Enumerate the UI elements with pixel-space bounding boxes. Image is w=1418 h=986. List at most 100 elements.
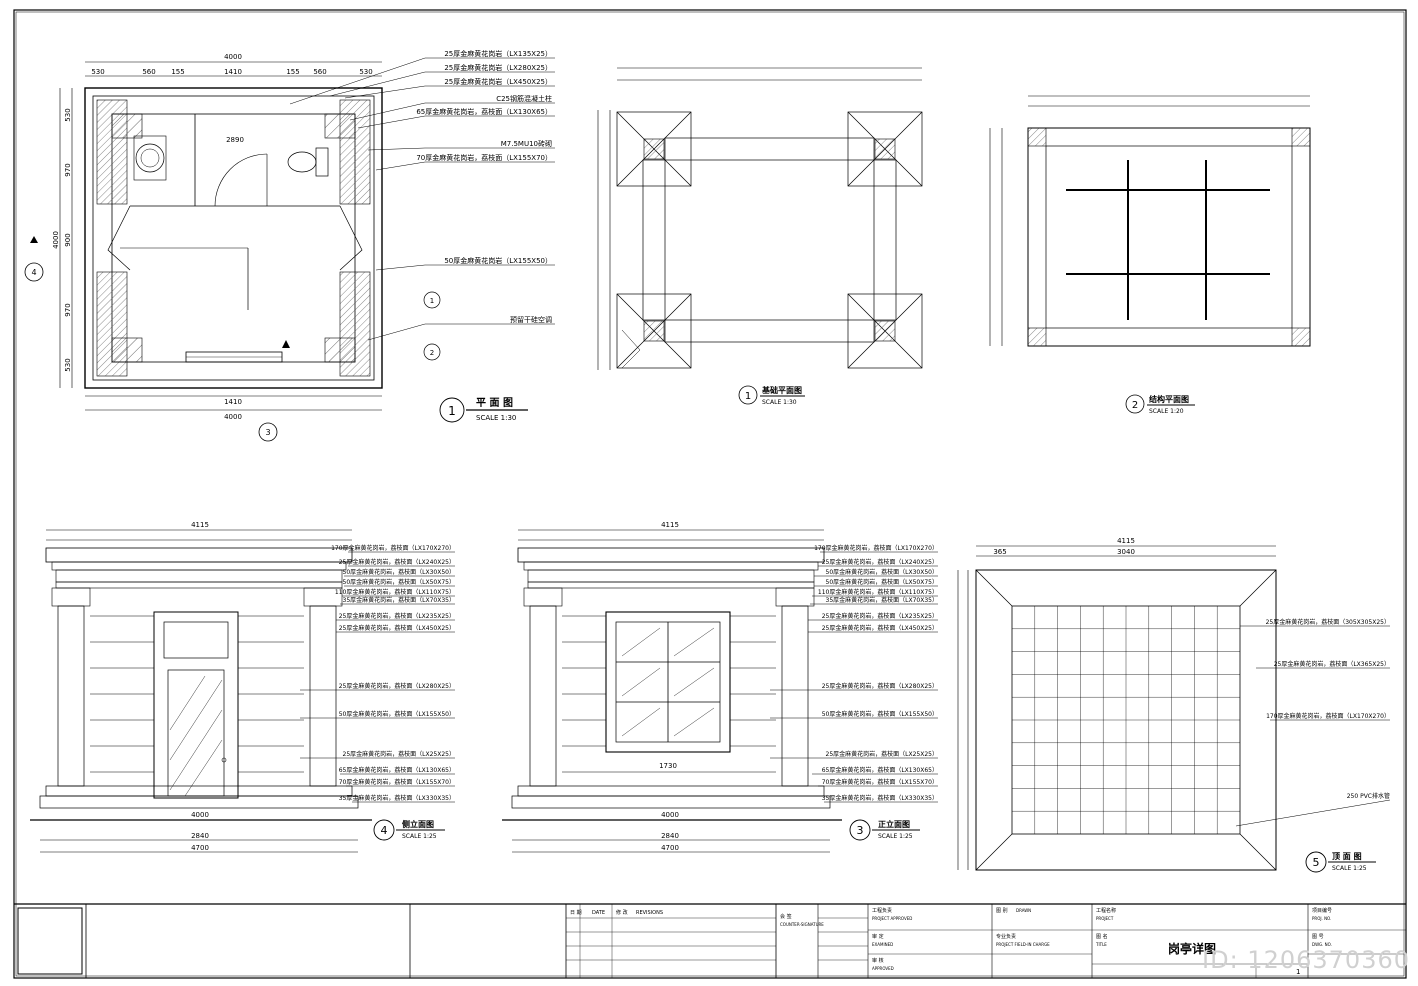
watermark-id: ID: 1206370360 [1202,946,1410,974]
plan-label: 65厚金麻黄花岗岩，荔枝面（LX130X65） [416,107,552,116]
tb-head: PROJECT FIELD-IN CHARGE [996,942,1050,947]
foundation-scale: SCALE 1:30 [762,399,797,406]
plan-label: 70厚金麻黄花岗岩，荔枝面（LX155X70） [416,153,552,162]
side-label: 25厚金麻黄花岗岩，荔枝面（LX25X25） [343,750,455,758]
side-label: 25厚金麻黄花岗岩，荔枝面（LX240X25） [339,558,455,566]
structure-number: 2 [1132,400,1138,411]
front-label: 25厚金麻黄花岗岩，荔枝面（LX450X25） [822,624,938,632]
plan-dim-left-seg: 970 [64,163,72,176]
structure-scale: SCALE 1:20 [1149,408,1184,415]
roof-dim-edge: 365 [993,548,1006,556]
front-number: 3 [857,824,864,837]
structure-view: 2 结构平面图 SCALE 1:20 [989,95,1311,415]
structure-title: 结构平面图 [1149,394,1189,404]
plan-dim-seg: 155 [286,68,299,76]
plan-dim-seg: 530 [91,68,104,76]
plan-dim-left-seg: 900 [64,233,72,246]
side-label: 65厚金麻黄花岗岩，荔枝面（LX130X65） [339,766,455,774]
front-title: 正立面图 [878,819,910,829]
plan-view: 4000 530 560 155 1410 155 560 530 4000 1… [24,49,555,442]
svg-text:2: 2 [430,349,434,357]
side-title: 侧立面图 [402,819,434,829]
side-label: 35厚金麻黄花岗岩，荔枝面（LX330X35） [339,794,455,802]
tb-head: EXAMINED [872,942,893,947]
plan-dim-seg: 560 [313,68,326,76]
plan-dim-bottom-seg: 1410 [224,398,242,406]
foundation-view: 1 基础平面图 SCALE 1:30 [597,67,923,406]
svg-text:1: 1 [430,297,434,305]
plan-title: 平 面 图 [476,397,513,409]
roof-label: 25厚金麻黄花岗岩，荔枝面（305X305X25） [1266,618,1390,626]
tb-head: PROJ. NO. [1312,916,1331,921]
tb-head: DWG. NO. [1312,942,1332,947]
sheet-frame [13,9,1407,979]
front-dim-top: 4115 [661,521,679,529]
plan-dim-inner: 2890 [226,136,244,144]
tb-head: 会 签 [780,913,792,920]
tb-head: 图 号 [1312,934,1324,940]
front-label: 50厚金麻黄花岗岩，荔枝面（LX50X75） [826,578,938,586]
front-label: 25厚金麻黄花岗岩，荔枝面（LX25X25） [826,750,938,758]
roof-label: 170厚金麻黄花岗岩，荔枝面（LX170X270） [1266,712,1390,720]
side-label: 70厚金麻黄花岗岩，荔枝面（LX155X70） [339,778,455,786]
foundation-title: 基础平面图 [761,385,802,395]
tb-head: 工程名称 [1096,907,1116,914]
tb-head: 审 定 [872,933,884,940]
side-label: 50厚金麻黄花岗岩，荔枝面（LX30X50） [343,568,455,576]
front-label: 25厚金麻黄花岗岩，荔枝面（LX235X25） [822,612,938,620]
side-elevation-view: 4115 4000 [30,521,455,853]
roof-label: 250 PVC排水管 [1347,792,1390,800]
front-label: 70厚金麻黄花岗岩，荔枝面（LX155X70） [822,778,938,786]
front-label: 50厚金麻黄花岗岩，荔枝面（LX155X50） [822,710,938,718]
plan-label: 50厚金麻黄花岗岩（LX155X50） [444,256,552,265]
plan-dim-seg: 155 [171,68,184,76]
tb-head: 图 别 [996,907,1008,914]
front-label: 50厚金麻黄花岗岩，荔枝面（LX30X50） [826,568,938,576]
tb-head: PROJECT [1096,916,1114,921]
front-label: 110厚金麻黄花岗岩，荔枝面（LX110X75） [818,588,938,596]
svg-text:3: 3 [265,428,270,437]
side-dim-mid: 2840 [191,832,209,840]
tb-head: 日 期 [570,910,582,916]
side-dim-bottom: 4700 [191,844,209,852]
foundation-number: 1 [745,391,751,402]
side-dim-top: 4115 [191,521,209,529]
tb-head: DRAWN [1016,908,1031,913]
tb-head: PROJECT APPROVED [872,916,912,921]
tb-head: APPROVED [872,966,894,971]
front-label: 65厚金麻黄花岗岩，荔枝面（LX130X65） [822,766,938,774]
sheet-number: 1 [1296,968,1300,976]
title-block [14,903,1406,978]
roof-title: 顶 面 图 [1332,852,1362,861]
drawing-name: 岗亭详图 [1168,941,1216,956]
tb-head: 项目编号 [1312,907,1332,914]
roof-label: 25厚金麻黄花岗岩，荔枝面（LX365X25） [1274,660,1390,668]
tb-head: REVISIONS [636,910,663,916]
plan-dim-seg: 560 [142,68,155,76]
tb-head: 工程负责 [872,907,892,914]
plan-label: 25厚金麻黄花岗岩（LX450X25） [444,77,552,86]
roof-number: 5 [1313,856,1320,869]
plan-label: M7.5MU10砖砌 [501,139,552,148]
side-label: 110厚金麻黄花岗岩，荔枝面（LX110X75） [335,588,455,596]
side-number: 4 [381,824,388,837]
plan-label: 预留干硅空调 [510,315,552,324]
front-dim-bottom: 4700 [661,844,679,852]
front-scale: SCALE 1:25 [878,833,913,840]
roof-dim-top: 4115 [1117,537,1135,545]
plan-dim-seg: 530 [359,68,372,76]
plan-dim-left-seg: 530 [64,358,72,371]
side-label: 25厚金麻黄花岗岩，荔枝面（LX280X25） [339,682,455,690]
plan-number: 1 [448,404,456,418]
front-label: 35厚金麻黄花岗岩，荔枝面（LX330X35） [822,794,938,802]
tb-head: 修 改 [616,909,628,916]
front-label: 25厚金麻黄花岗岩，荔枝面（LX280X25） [822,682,938,690]
plan-dim-left-seg: 530 [64,108,72,121]
tb-head: 审 核 [872,957,884,964]
front-dim-mid: 2840 [661,832,679,840]
roof-dim-inner: 3040 [1117,548,1135,556]
side-label: 25厚金麻黄花岗岩，荔枝面（LX235X25） [339,612,455,620]
plan-dim-top-total: 4000 [224,53,242,61]
